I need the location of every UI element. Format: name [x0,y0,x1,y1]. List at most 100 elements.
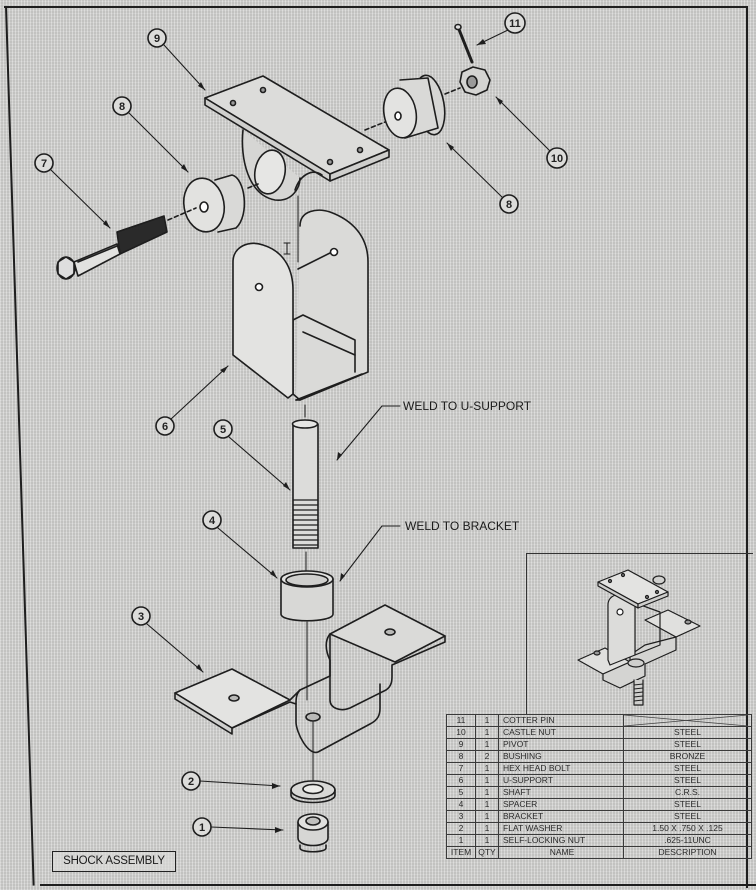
balloon-7: 7 [34,153,54,173]
description-cell: C.R.S. [623,786,752,799]
name-cell: SHAFT [498,786,624,799]
assembled-view-illustration [577,569,701,706]
balloon-11: 11 [504,12,526,34]
item-cell: 6 [446,774,476,787]
balloon-3: 3 [131,606,151,626]
table-row: 4 1 SPACER STEEL [446,798,752,811]
description-cell: STEEL [623,726,752,739]
name-cell: HEX HEAD BOLT [498,762,624,775]
svg-text:9: 9 [154,33,160,45]
table-row: 5 1 SHAFT C.R.S. [446,786,752,799]
qty-cell: 1 [475,726,499,739]
svg-text:8: 8 [119,101,125,113]
description-cell: 1.50 X .750 X .125 [623,822,752,835]
header-qty: QTY [475,846,499,859]
header-item: ITEM [446,846,476,859]
balloon-6: 6 [155,416,175,436]
svg-text:10: 10 [551,153,563,165]
part-bushing-left [182,174,259,233]
table-row: 8 2 BUSHING BRONZE [446,750,752,763]
part-flat-washer [290,780,336,804]
drawing-border [4,6,748,888]
note-weld-to-u-support: WELD TO U-SUPPORT [403,399,532,413]
part-shaft [291,404,319,581]
leader-lines [50,29,553,831]
balloon-8-right: 8 [499,194,519,214]
qty-cell: 1 [475,834,499,847]
name-cell: COTTER PIN [498,714,624,727]
parts-list-table: 11 1 COTTER PIN 10 1 CASTLE NUT STEEL 9 … [446,714,752,859]
description-cell-crossed-out [623,714,752,727]
item-cell: 4 [446,798,476,811]
qty-cell: 1 [475,786,499,799]
svg-text:6: 6 [162,421,168,433]
balloon-1: 1 [192,817,212,837]
svg-text:8: 8 [506,199,512,211]
svg-text:3: 3 [138,611,144,623]
part-pivot [204,75,390,201]
description-cell: STEEL [623,774,752,787]
description-cell: .625-11UNC [623,834,752,847]
svg-text:7: 7 [41,158,47,170]
part-bushing-right [364,74,461,139]
item-cell: 1 [446,834,476,847]
table-header-row: ITEM QTY NAME DESCRIPTION [446,846,752,859]
item-cell: 8 [446,750,476,763]
part-self-locking-nut [297,813,329,853]
qty-cell: 1 [475,714,499,727]
name-cell: CASTLE NUT [498,726,624,739]
table-row: 9 1 PIVOT STEEL [446,738,752,751]
description-cell: STEEL [623,738,752,751]
name-cell: U-SUPPORT [498,774,624,787]
svg-text:2: 2 [188,776,194,788]
qty-cell: 1 [475,798,499,811]
part-bracket [174,604,446,781]
qty-cell: 1 [475,810,499,823]
name-cell: BUSHING [498,750,624,763]
table-row: 10 1 CASTLE NUT STEEL [446,726,752,739]
name-cell: PIVOT [498,738,624,751]
balloon-4: 4 [202,510,222,530]
balloon-8-left: 8 [112,96,132,116]
description-cell: BRONZE [623,750,752,763]
table-row: 11 1 COTTER PIN [446,714,752,727]
name-cell: SELF-LOCKING NUT [498,834,624,847]
part-spacer [280,570,334,701]
qty-cell: 1 [475,738,499,751]
item-cell: 10 [446,726,476,739]
item-cell: 11 [446,714,476,727]
item-cell: 9 [446,738,476,751]
balloon-5: 5 [213,419,233,439]
description-cell: STEEL [623,798,752,811]
table-row: 6 1 U-SUPPORT STEEL [446,774,752,787]
name-cell: BRACKET [498,810,624,823]
svg-text:4: 4 [209,515,216,527]
leader-arrowheads [103,39,503,833]
qty-cell: 1 [475,762,499,775]
svg-text:5: 5 [220,424,226,436]
table-row: 2 1 FLAT WASHER 1.50 X .750 X .125 [446,822,752,835]
note-weld-to-bracket: WELD TO BRACKET [405,519,520,533]
table-row: 3 1 BRACKET STEEL [446,810,752,823]
description-cell: STEEL [623,762,752,775]
assembled-view-frame [526,553,753,714]
item-cell: 2 [446,822,476,835]
name-cell: FLAT WASHER [498,822,624,835]
part-castle-nut [459,66,491,96]
qty-cell: 2 [475,750,499,763]
description-cell: STEEL [623,810,752,823]
balloon-10: 10 [546,147,568,169]
name-cell: SPACER [498,798,624,811]
item-cell: 7 [446,762,476,775]
qty-cell: 1 [475,822,499,835]
item-cell: 5 [446,786,476,799]
drawing-border-bottom [40,884,756,886]
table-row: 7 1 HEX HEAD BOLT STEEL [446,762,752,775]
drawing-title-block: SHOCK ASSEMBLY [52,851,176,872]
part-u-support [232,209,369,401]
header-name: NAME [498,846,624,859]
balloon-9: 9 [147,28,167,48]
balloon-2: 2 [181,771,201,791]
